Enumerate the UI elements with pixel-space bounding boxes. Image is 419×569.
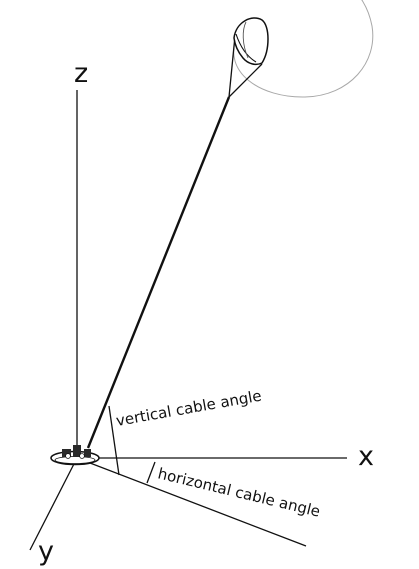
vertical-cable-angle-label: vertical cable angle (115, 387, 263, 430)
bridle-lines (228, 35, 263, 98)
vertical-angle-marker (108, 405, 120, 476)
kite-icon (233, 17, 269, 66)
ground-station-icon (50, 445, 100, 466)
y-axis-line (29, 457, 78, 551)
horizontal-projection-line (76, 457, 307, 547)
x-axis-label: x (358, 441, 374, 472)
flight-path-orbit (233, 0, 374, 98)
horizontal-cable-angle-label: horizontal cable angle (156, 464, 322, 520)
tether-cable (86, 96, 231, 449)
y-axis-label: y (38, 536, 54, 567)
horizontal-angle-marker (146, 461, 156, 484)
z-axis-label: z (74, 58, 88, 89)
